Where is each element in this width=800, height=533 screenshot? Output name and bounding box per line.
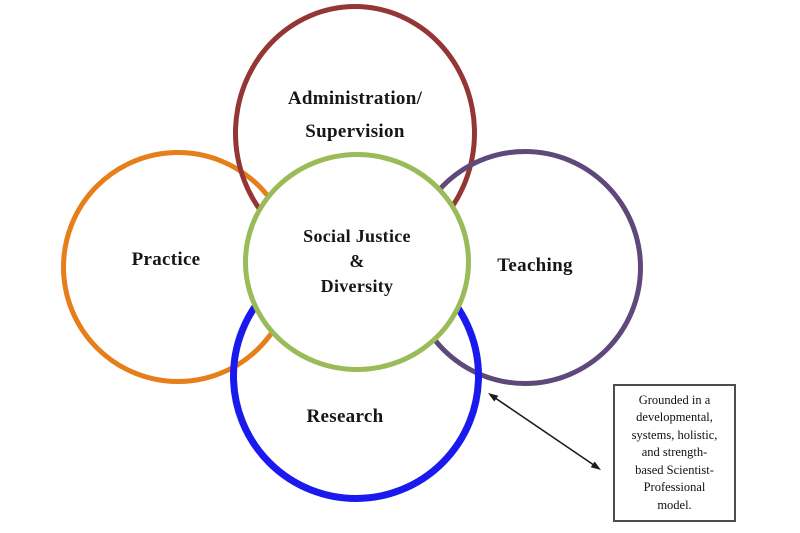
- annotation-arrow-head-lower: [590, 461, 601, 470]
- administration-label-line2: Supervision: [305, 121, 405, 142]
- annotation-arrow-line: [492, 395, 597, 468]
- annotation-line: model.: [657, 497, 692, 512]
- research-label: Research: [306, 406, 384, 427]
- annotation-line: Professional: [643, 480, 706, 495]
- administration-label-line1: Administration/: [287, 88, 423, 109]
- annotation-line: based Scientist-: [635, 462, 714, 477]
- annotation-line: developmental,: [636, 410, 713, 425]
- administration-label: Administration/ Supervision: [233, 82, 477, 148]
- social-justice-label: Social Justice & Diversity: [243, 224, 471, 299]
- annotation-line: systems, holistic,: [631, 427, 718, 442]
- social-justice-label-line3: Diversity: [320, 276, 394, 296]
- annotation-line: and strength-: [641, 445, 708, 460]
- annotation-box: Grounded in a developmental, systems, ho…: [613, 384, 736, 522]
- teaching-label: Teaching: [497, 255, 573, 276]
- annotation-line: Grounded in a: [638, 392, 711, 407]
- annotation-arrow-head-upper: [488, 393, 499, 402]
- social-justice-circle: [243, 152, 471, 372]
- social-justice-label-line1: Social Justice: [303, 226, 411, 246]
- social-justice-label-line2: &: [349, 251, 365, 271]
- practice-label: Practice: [131, 249, 201, 270]
